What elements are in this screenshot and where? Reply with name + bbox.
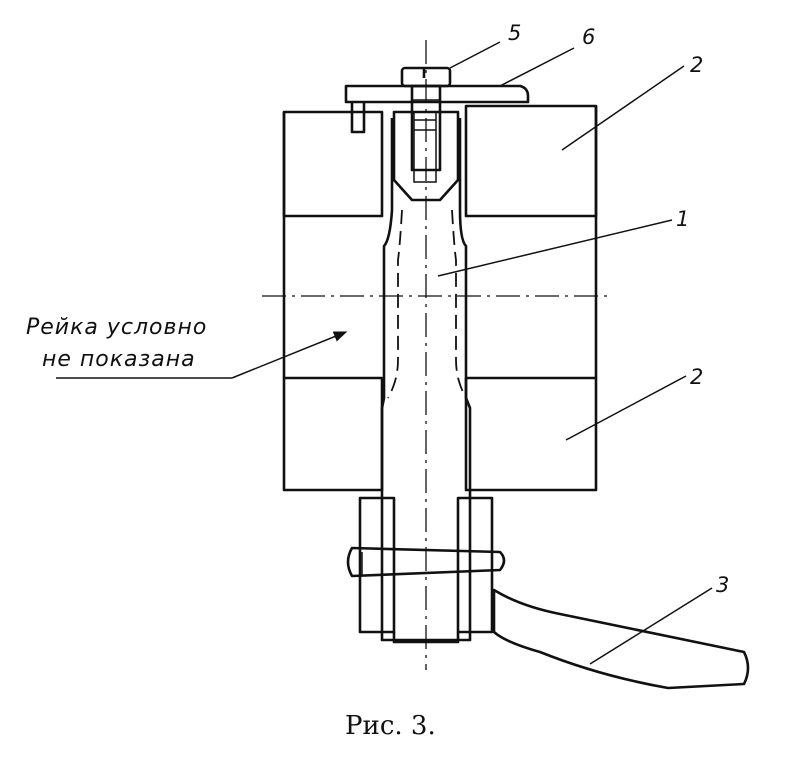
label-handle: 3 bbox=[716, 573, 729, 597]
leader-lines bbox=[56, 41, 713, 665]
note-line-1: Рейка условно bbox=[26, 315, 207, 340]
retaining-cap bbox=[344, 84, 530, 134]
label-rack-upper: 2 bbox=[690, 53, 703, 77]
lower-rack-section bbox=[282, 376, 598, 492]
label-pin: 1 bbox=[676, 207, 689, 231]
note-line-2: не показана bbox=[42, 347, 196, 372]
upper-rack-section bbox=[282, 104, 598, 218]
label-screw: 5 bbox=[508, 21, 521, 45]
figure-caption: Рис. 3. bbox=[345, 711, 436, 741]
bore-outline bbox=[282, 216, 598, 378]
label-rack-lower: 2 bbox=[690, 365, 703, 389]
cross-pin bbox=[346, 546, 506, 578]
pin-head bbox=[392, 110, 460, 202]
center-lines bbox=[262, 40, 612, 670]
handle bbox=[492, 588, 750, 690]
label-cap: 6 bbox=[582, 25, 595, 49]
